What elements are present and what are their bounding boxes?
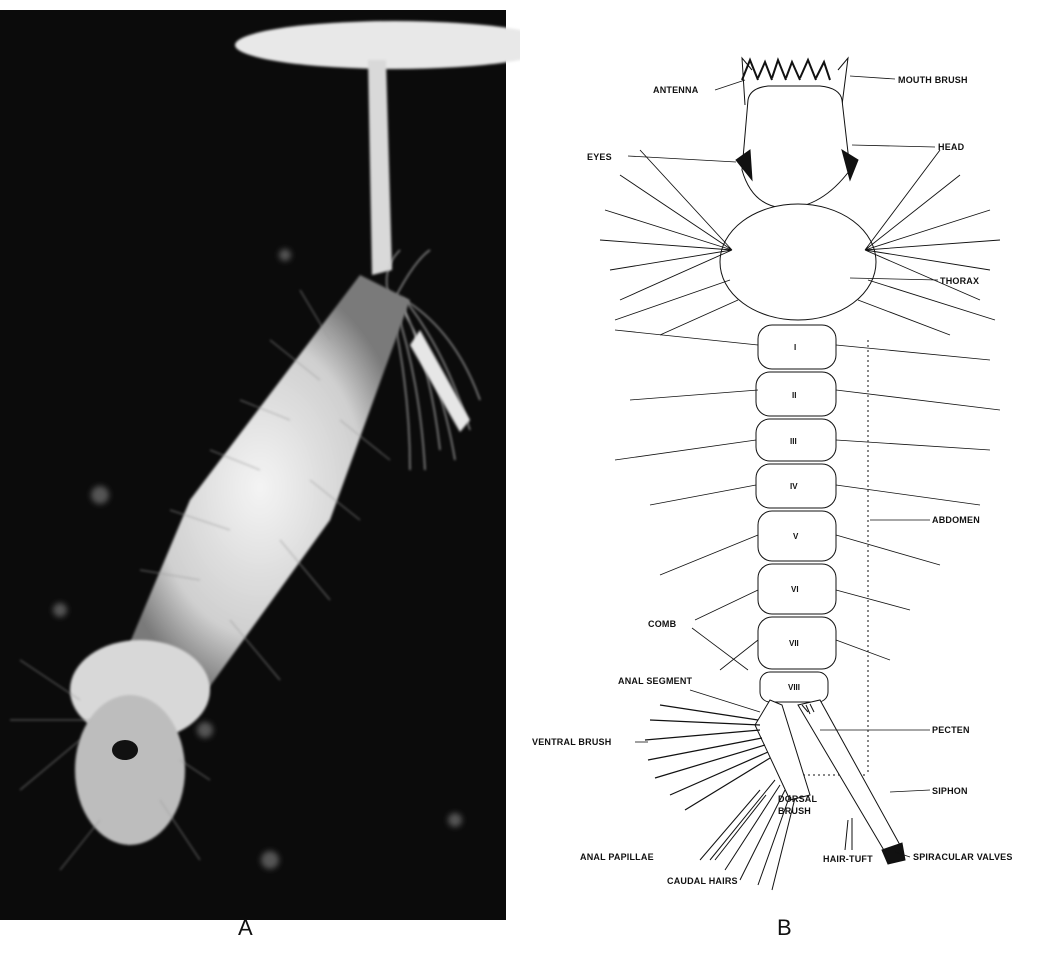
segment-numeral-3: III <box>790 437 797 446</box>
segment-numeral-2: II <box>792 391 796 400</box>
diagram-thorax <box>720 204 876 320</box>
diagram-anal-segment <box>755 700 810 800</box>
panel-caption-b: B <box>777 915 792 941</box>
diagram-head <box>742 86 850 208</box>
segment-numeral-8: VIII <box>788 683 800 692</box>
label-comb: COMB <box>648 619 677 629</box>
segment-numeral-5: V <box>793 532 799 541</box>
segment-numeral-1: I <box>794 343 796 352</box>
larva-diagram: ANTENNA MOUTH BRUSH EYES HEAD THORAX ABD… <box>520 0 1039 925</box>
label-abdomen: ABDOMEN <box>932 515 980 525</box>
label-anal-segment: ANAL SEGMENT <box>618 676 693 686</box>
segment-numeral-4: IV <box>790 482 798 491</box>
label-spiracular-valves: SPIRACULAR VALVES <box>913 852 1013 862</box>
label-eyes: EYES <box>587 152 612 162</box>
segment-1 <box>758 325 836 369</box>
diagram-siphon <box>798 700 900 852</box>
label-dorsal-brush-line2: BRUSH <box>778 806 811 816</box>
label-ventral-brush: VENTRAL BRUSH <box>532 737 611 747</box>
label-caudal-hairs: CAUDAL HAIRS <box>667 876 738 886</box>
label-hair-tuft: HAIR-TUFT <box>823 854 873 864</box>
larva-photo <box>0 0 520 925</box>
label-head: HEAD <box>938 142 965 152</box>
label-pecten: PECTEN <box>932 725 970 735</box>
label-siphon: SIPHON <box>932 786 968 796</box>
label-antenna: ANTENNA <box>653 85 699 95</box>
label-anal-papillae: ANAL PAPILLAE <box>580 852 654 862</box>
segment-numeral-6: VI <box>791 585 799 594</box>
diagram-anal-papillae <box>700 790 766 860</box>
segment-numeral-7: VII <box>789 639 799 648</box>
photo-head <box>75 695 185 845</box>
diagram-ventral-brush <box>645 705 770 810</box>
label-mouth-brush: MOUTH BRUSH <box>898 75 968 85</box>
label-dorsal-brush-line1: DORSAL <box>778 794 818 804</box>
panel-caption-a: A <box>238 915 253 941</box>
diagram-hair-tuft <box>845 818 852 850</box>
diagram-mouth-brush <box>742 60 830 80</box>
photo-eye <box>112 740 138 760</box>
label-thorax: THORAX <box>940 276 979 286</box>
